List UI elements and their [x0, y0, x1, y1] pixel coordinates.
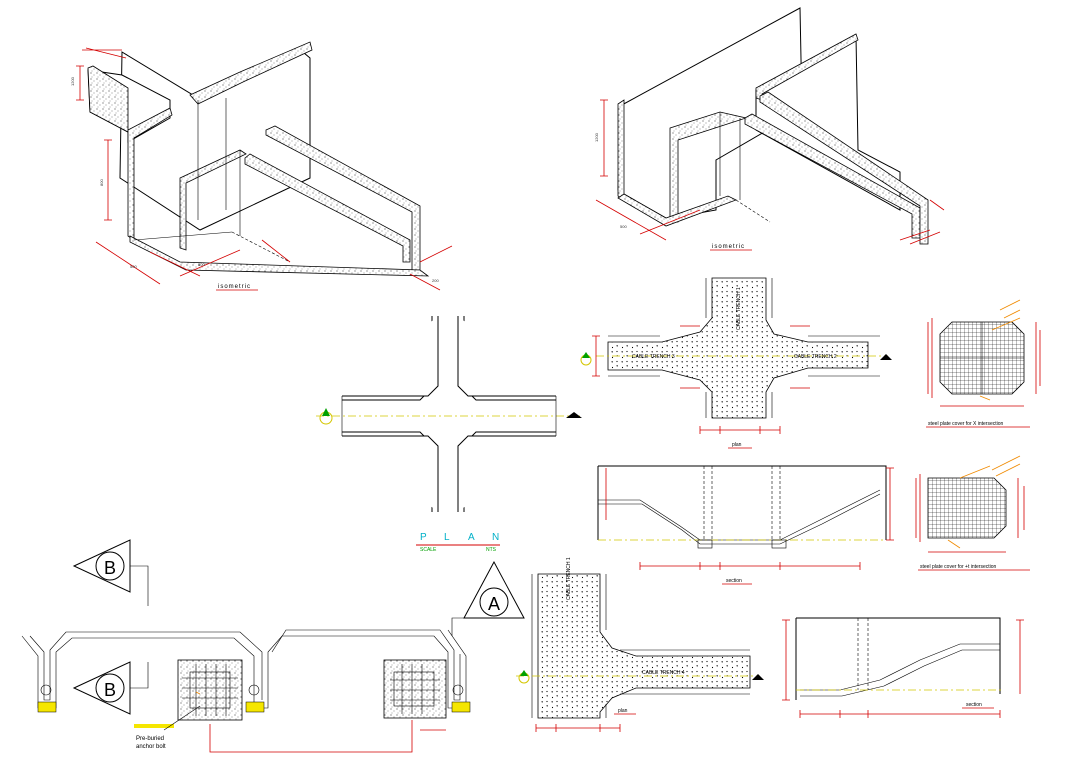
iso-left-title: isometric — [218, 284, 251, 290]
plan-title-n: N — [492, 532, 499, 543]
plan-bottom-title: plan — [618, 708, 628, 714]
section-marker-icon — [566, 412, 582, 418]
cable-duct-icon — [248, 684, 260, 696]
north-arrow-icon — [580, 352, 592, 366]
north-arrow-icon — [319, 408, 333, 425]
marker-b-letter: B — [104, 680, 116, 700]
label-trench-1-tee: CABLE TRENCH 1 — [566, 557, 572, 600]
plan-title-a: A — [468, 532, 475, 543]
label-trench-2: CABLE TRENCH 2 — [794, 354, 837, 360]
isometric-tee-intersection: 1200 500 isometric — [594, 7, 945, 251]
label-trench-4: CABLE TRENCH 4 — [642, 670, 685, 676]
plan-mid-title: plan — [732, 442, 742, 448]
steel-cover-x: steel plate cover for X intersection — [926, 299, 1041, 428]
caption-cover-x: steel plate cover for X intersection — [928, 421, 1004, 427]
plan-cross-outline: P L A N SCALE NTS — [316, 316, 582, 553]
svg-text:200: 200 — [432, 278, 439, 283]
marker-b-letter: B — [104, 558, 116, 578]
plan-cross-detailed: CABLE TRENCH 3 CABLE TRENCH 2 CABLE TREN… — [580, 277, 892, 449]
anchor-label-line1: Pre-buried — [136, 736, 164, 742]
marker-a-letter: A — [488, 594, 500, 614]
plan-tee-detailed: CABLE TRENCH 1 CABLE TRENCH 4 plan — [516, 557, 764, 732]
plan-title-p: P — [420, 532, 427, 543]
section-marker-b-top: B — [72, 539, 149, 606]
iso-right-title: isometric — [712, 244, 745, 250]
anchor-block-left — [177, 659, 243, 721]
anchor-block-right — [383, 659, 447, 719]
plan-scale-label: SCALE — [420, 547, 437, 553]
isometric-cross-intersection: 1200 800 500 500 200 isometric — [70, 41, 453, 291]
svg-text:500: 500 — [198, 262, 205, 267]
label-trench-3: CABLE TRENCH 3 — [632, 354, 675, 360]
caption-cover-t: steel plate cover for +t intersection — [920, 564, 997, 570]
north-arrow-icon — [518, 670, 530, 684]
section-marker-icon — [880, 354, 892, 360]
anchor-label-line2: anchor bolt — [136, 744, 166, 750]
section-marker-icon — [752, 674, 764, 680]
section-cross-detailed: section — [597, 465, 894, 585]
plan-scale-value: NTS — [486, 547, 497, 553]
label-trench-1-cross: CABLE TRENCH 1 — [736, 287, 742, 330]
section-marker-b-bottom: B — [72, 661, 149, 715]
cable-duct-icon — [40, 684, 52, 696]
section-marker-a: A — [451, 560, 525, 636]
svg-text:500: 500 — [130, 264, 137, 269]
cable-duct-icon — [452, 684, 464, 696]
svg-text:500: 500 — [620, 224, 627, 229]
section-tee-detailed: section — [782, 617, 1024, 718]
steel-cover-t: steel plate cover for +t intersection — [915, 455, 1030, 571]
trench-elevation-detail: Pre-buried anchor bolt B B A — [21, 539, 525, 753]
svg-text:800: 800 — [99, 179, 104, 186]
svg-text:1200: 1200 — [70, 76, 75, 86]
section-mid-title: section — [726, 578, 742, 584]
svg-text:1200: 1200 — [594, 132, 599, 142]
plan-title-l: L — [444, 532, 450, 543]
section-bottom-title: section — [966, 702, 982, 708]
